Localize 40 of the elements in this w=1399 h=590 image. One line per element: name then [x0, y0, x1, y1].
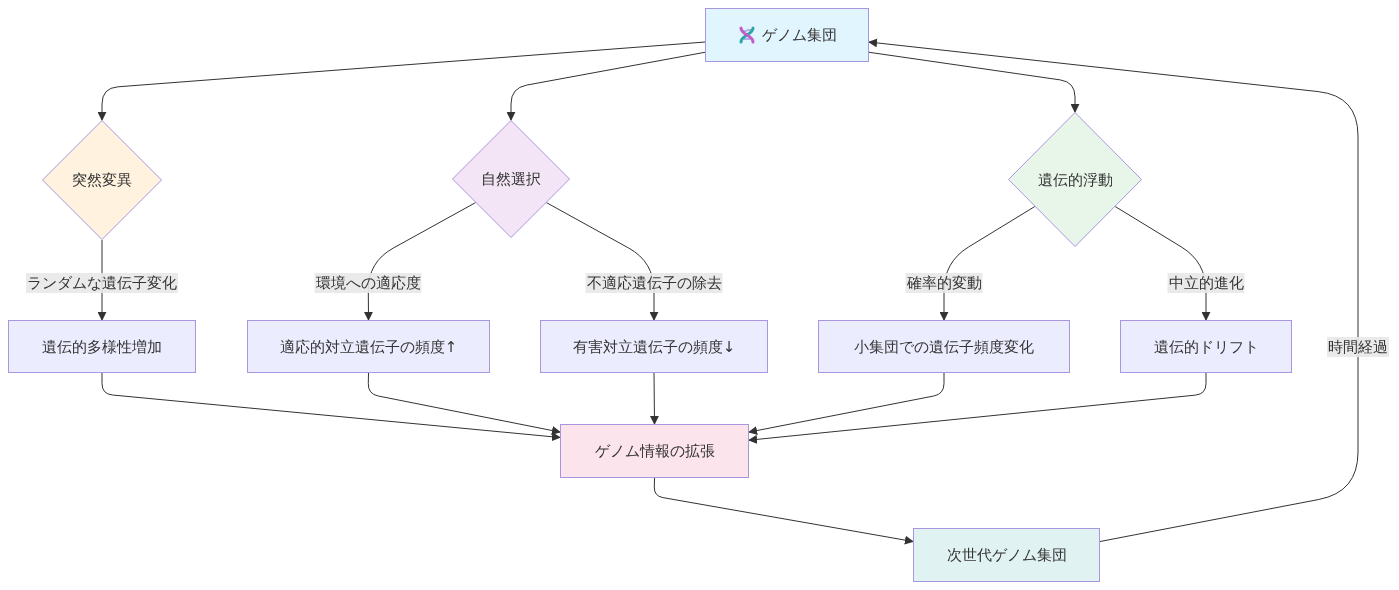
node-label: 次世代ゲノム集団 [946, 545, 1067, 565]
edge-label: 環境への適応度 [314, 273, 422, 293]
arrow [363, 202, 477, 321]
process-box [1120, 320, 1292, 373]
arrow [545, 202, 659, 321]
process-box [705, 8, 869, 62]
process-box [560, 424, 749, 478]
arrow [748, 372, 945, 435]
decision-diamond [1008, 112, 1142, 247]
edge-label: ランダムな遺伝子変化 [26, 273, 178, 293]
edge-label: 時間経過 [1327, 337, 1389, 357]
edge-label: 不適応遺伝子の除去 [585, 273, 723, 293]
node-label: ゲノム情報の拡張 [594, 441, 715, 461]
arrow [868, 51, 1080, 113]
decision-diamond [452, 120, 570, 238]
arrow [649, 372, 659, 425]
edge-label: 中立的進化 [1167, 273, 1245, 293]
node-label: 自然選択 [481, 169, 541, 189]
node-label: 小集団での遺伝子頻度変化 [854, 336, 1034, 357]
process-box [247, 320, 490, 373]
arrow [101, 372, 561, 442]
arrow [653, 477, 914, 545]
arrow [97, 41, 706, 121]
process-box [8, 320, 196, 373]
edge-label: 確率的変動 [905, 273, 983, 293]
arrow [868, 38, 1359, 542]
process-box [818, 320, 1070, 373]
node-label: 有害対立遺伝子の頻度↓ [572, 336, 736, 357]
node-label: 突然変異 [72, 170, 132, 190]
node-label: 遺伝的多様性増加 [42, 336, 162, 357]
process-box [913, 528, 1100, 582]
node-label: 遺伝的浮動 [1037, 169, 1113, 190]
decision-diamond [42, 120, 162, 240]
node-label: 適応的対立遺伝子の頻度↑ [279, 336, 458, 357]
arrow [367, 372, 561, 435]
arrow [748, 372, 1207, 444]
node-label: 遺伝的ドリフト [1153, 336, 1259, 357]
node-label: ゲノム集団 [761, 25, 837, 45]
process-box [540, 320, 768, 373]
arrow [506, 51, 706, 121]
